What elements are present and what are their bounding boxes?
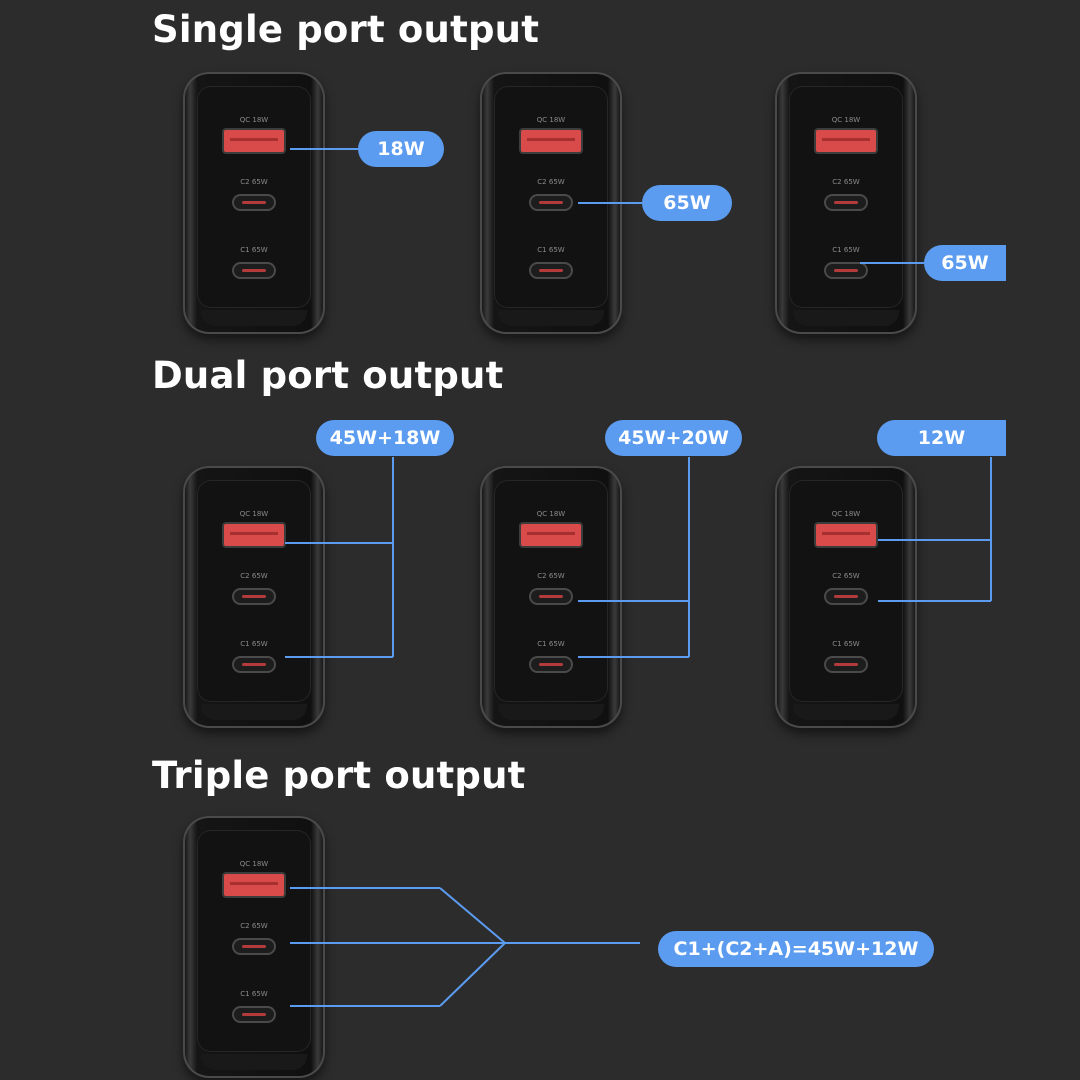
charger-single-1: QC 18W C2 65W C1 65W	[183, 72, 325, 334]
port-label-c1: C1 65W	[537, 640, 565, 648]
port-label-c1: C1 65W	[240, 640, 268, 648]
charger-single-2: QC 18W C2 65W C1 65W	[480, 72, 622, 334]
port-label-c2: C2 65W	[240, 178, 268, 186]
charger-base	[793, 704, 899, 720]
connector-line	[439, 942, 506, 1007]
usb-c-port-c2	[826, 196, 866, 209]
charger-base	[201, 310, 307, 326]
charger-face: QC 18W C2 65W C1 65W	[197, 86, 311, 308]
usb-c-port-c2	[826, 590, 866, 603]
usb-c-port-c2	[234, 590, 274, 603]
port-label-c1: C1 65W	[832, 640, 860, 648]
usb-c-port-c1	[826, 264, 866, 277]
label-single-1: 18W	[358, 131, 444, 167]
label-single-2: 65W	[642, 185, 732, 221]
charger-face: QC 18W C2 65W C1 65W	[494, 480, 608, 702]
charger-base	[498, 310, 604, 326]
section-title-dual: Dual port output	[152, 354, 504, 397]
port-label-c2: C2 65W	[240, 922, 268, 930]
charger-face: QC 18W C2 65W C1 65W	[789, 480, 903, 702]
usb-a-port	[521, 130, 581, 152]
charger-face: QC 18W C2 65W C1 65W	[197, 830, 311, 1052]
usb-c-port-c1	[234, 1008, 274, 1021]
port-label-c1: C1 65W	[537, 246, 565, 254]
usb-a-port	[521, 524, 581, 546]
connector-line	[439, 887, 506, 944]
charger-base	[498, 704, 604, 720]
port-label-c2: C2 65W	[537, 572, 565, 580]
charger-face: QC 18W C2 65W C1 65W	[494, 86, 608, 308]
port-label-qc: QC 18W	[831, 510, 861, 518]
usb-c-port-c2	[531, 590, 571, 603]
usb-c-port-c1	[234, 264, 274, 277]
label-dual-2: 45W+20W	[605, 420, 742, 456]
charger-face: QC 18W C2 65W C1 65W	[789, 86, 903, 308]
label-single-3: 65W	[924, 245, 1006, 281]
label-dual-3: 12W	[877, 420, 1006, 456]
port-label-c2: C2 65W	[832, 178, 860, 186]
label-dual-1: 45W+18W	[316, 420, 454, 456]
port-label-qc: QC 18W	[536, 510, 566, 518]
usb-a-port	[224, 130, 284, 152]
charger-single-3: QC 18W C2 65W C1 65W	[775, 72, 917, 334]
label-triple: C1+(C2+A)=45W+12W	[658, 931, 934, 967]
usb-c-port-c2	[234, 940, 274, 953]
port-label-c1: C1 65W	[240, 990, 268, 998]
port-label-qc: QC 18W	[239, 860, 269, 868]
section-title-single: Single port output	[152, 8, 540, 51]
charger-dual-3: QC 18W C2 65W C1 65W	[775, 466, 917, 728]
charger-dual-2: QC 18W C2 65W C1 65W	[480, 466, 622, 728]
port-label-qc: QC 18W	[239, 510, 269, 518]
port-label-qc: QC 18W	[831, 116, 861, 124]
usb-c-port-c1	[826, 658, 866, 671]
usb-c-port-c1	[234, 658, 274, 671]
charger-face: QC 18W C2 65W C1 65W	[197, 480, 311, 702]
usb-c-port-c1	[531, 658, 571, 671]
usb-c-port-c2	[234, 196, 274, 209]
port-label-qc: QC 18W	[536, 116, 566, 124]
usb-a-port	[816, 130, 876, 152]
usb-c-port-c2	[531, 196, 571, 209]
usb-a-port	[224, 524, 284, 546]
charger-base	[793, 310, 899, 326]
port-label-c1: C1 65W	[832, 246, 860, 254]
port-label-c2: C2 65W	[832, 572, 860, 580]
usb-a-port	[224, 874, 284, 896]
charger-dual-1: QC 18W C2 65W C1 65W	[183, 466, 325, 728]
charger-triple: QC 18W C2 65W C1 65W	[183, 816, 325, 1078]
usb-c-port-c1	[531, 264, 571, 277]
section-title-triple: Triple port output	[152, 754, 526, 797]
port-label-c2: C2 65W	[537, 178, 565, 186]
port-label-qc: QC 18W	[239, 116, 269, 124]
charger-base	[201, 1054, 307, 1070]
port-label-c1: C1 65W	[240, 246, 268, 254]
usb-a-port	[816, 524, 876, 546]
charger-base	[201, 704, 307, 720]
port-label-c2: C2 65W	[240, 572, 268, 580]
